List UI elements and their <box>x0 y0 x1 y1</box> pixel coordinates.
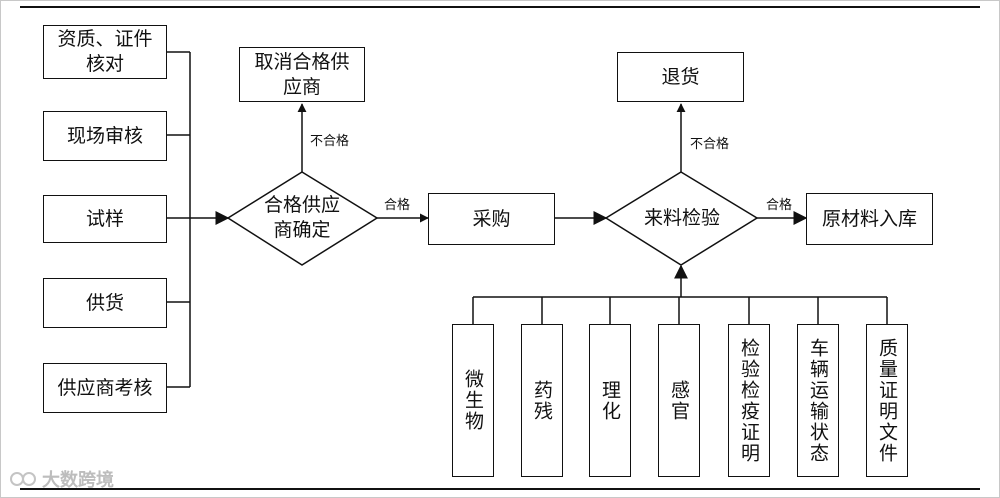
inspection-vehicle-label: 车辆运输状态 <box>807 337 829 464</box>
inspection-quarantine-box: 检验检疫证明 <box>728 324 770 477</box>
decision-incoming-inspection-label: 来料检验 <box>643 207 720 229</box>
inspection-microbe-box: 微生物 <box>452 324 494 477</box>
inspection-quarantine-label: 检验检疫证明 <box>738 337 760 464</box>
inspection-sensory-label: 感官 <box>668 379 690 422</box>
inspection-vehicle-box: 车辆运输状态 <box>797 324 839 477</box>
inspection-sensory-box: 感官 <box>658 324 700 477</box>
return-goods-box: 退货 <box>617 52 744 102</box>
top-rule <box>20 6 980 8</box>
supplier-assessment-box: 供应商考核 <box>43 363 167 413</box>
edge-label-fail-1: 不合格 <box>310 134 350 149</box>
purchase-box: 采购 <box>428 193 555 245</box>
edge-label-pass-2: 合格 <box>766 198 793 213</box>
inspection-physchem-label: 理化 <box>599 379 621 422</box>
inspection-quality-doc-label: 质量证明文件 <box>876 337 898 464</box>
bottom-rule <box>20 488 980 490</box>
inspection-microbe-label: 微生物 <box>462 369 484 432</box>
supply-box: 供货 <box>43 278 167 328</box>
inspection-pesticide-label: 药残 <box>531 379 553 422</box>
inspection-physchem-box: 理化 <box>589 324 631 477</box>
edge-label-fail-2: 不合格 <box>690 137 730 152</box>
qualification-check-box: 资质、证件 核对 <box>43 25 167 79</box>
inspection-pesticide-box: 药残 <box>521 324 563 477</box>
decision-qualified-supplier-shape <box>226 171 379 266</box>
sample-trial-box: 试样 <box>43 195 167 243</box>
inspection-quality-doc-box: 质量证明文件 <box>866 324 908 477</box>
decision-incoming-inspection-shape <box>604 171 759 266</box>
edge-label-pass-1: 合格 <box>384 198 411 213</box>
watermark-logo-icon <box>10 472 36 486</box>
site-audit-box: 现场审核 <box>43 111 167 161</box>
watermark-text: 大数跨境 <box>42 470 114 491</box>
cancel-supplier-box: 取消合格供 应商 <box>239 47 365 102</box>
decision-qualified-supplier-label: 合格供应 商确定 <box>263 194 340 241</box>
watermark: 大数跨境 <box>8 466 114 492</box>
raw-material-warehouse-box: 原材料入库 <box>806 193 933 245</box>
